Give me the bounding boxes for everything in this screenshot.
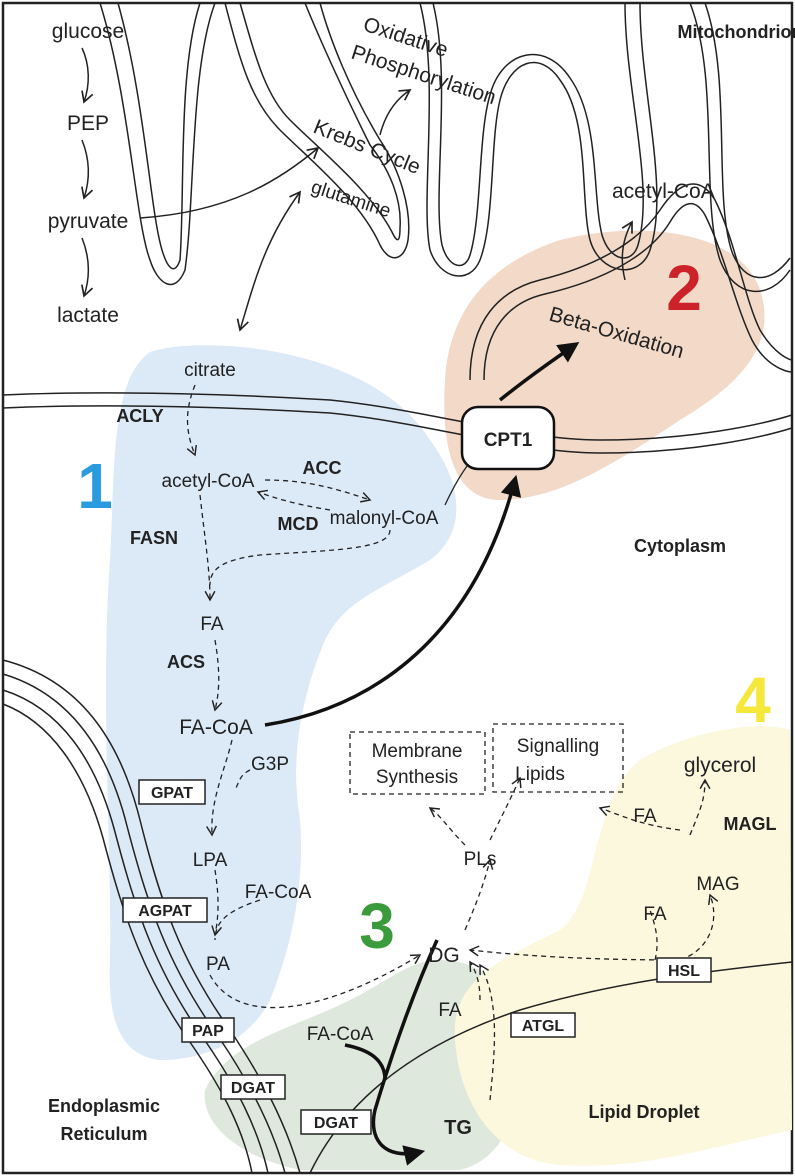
er-label-line2: Reticulum bbox=[60, 1124, 147, 1144]
region-1-background bbox=[105, 345, 457, 1060]
mcd-label: MCD bbox=[278, 514, 319, 534]
dgat-ld-box bbox=[300, 1109, 372, 1135]
region-number-4: 4 bbox=[735, 664, 771, 736]
er-label-line1: Endoplasmic bbox=[48, 1096, 160, 1116]
ld-fa-label: FA bbox=[438, 1000, 462, 1021]
dgat-er-box bbox=[220, 1074, 286, 1100]
mito-acetyl-coa-label: acetyl-CoA bbox=[612, 180, 715, 203]
cpt1-box bbox=[460, 405, 556, 471]
agpat-label: AGPAT bbox=[138, 903, 192, 920]
signalling-lipids-box bbox=[492, 723, 624, 793]
fasn-label: FASN bbox=[130, 528, 178, 548]
membrane-synthesis-box bbox=[349, 731, 486, 795]
cpt1-label: CPT1 bbox=[484, 430, 533, 451]
ld-fa-coa-label: FA-CoA bbox=[307, 1024, 374, 1045]
region-number-1: 1 bbox=[77, 450, 113, 522]
pap-box bbox=[181, 1017, 235, 1043]
acs-label: ACS bbox=[167, 652, 205, 672]
region-4-background bbox=[454, 726, 792, 1166]
magl-label: MAGL bbox=[724, 814, 777, 834]
membrane-label-line2: Synthesis bbox=[376, 767, 458, 788]
atgl-box bbox=[510, 1012, 576, 1038]
lpa-label: LPA bbox=[193, 850, 228, 871]
pls-label: PLs bbox=[464, 849, 497, 870]
glycolysis-arrows bbox=[81, 47, 633, 332]
lipolysis-fa-lower-label: FA bbox=[643, 904, 667, 925]
fa-label: FA bbox=[200, 614, 224, 635]
glutamine-label: glutamine bbox=[308, 177, 393, 222]
dg-label: DG bbox=[428, 944, 460, 967]
gpat-box bbox=[138, 779, 206, 805]
krebs-cycle-label: Krebs Cycle bbox=[310, 115, 424, 179]
region-number-2: 2 bbox=[666, 252, 702, 324]
acc-label: ACC bbox=[303, 458, 342, 478]
lactate-label: lactate bbox=[57, 304, 119, 327]
mitochondrion-membranes bbox=[2, 2, 793, 454]
cytoplasm-label: Cytoplasm bbox=[634, 536, 726, 556]
atgl-label: ATGL bbox=[522, 1018, 565, 1035]
citrate-label: citrate bbox=[184, 360, 236, 381]
glycerol-label: glycerol bbox=[684, 754, 756, 777]
hsl-label: HSL bbox=[668, 963, 700, 980]
glucose-label: glucose bbox=[52, 20, 124, 43]
pap-label: PAP bbox=[192, 1023, 224, 1040]
region-3-background bbox=[204, 960, 520, 1170]
synthesis-arrows bbox=[186, 384, 719, 1101]
fa-coa-2-label: FA-CoA bbox=[245, 882, 312, 903]
acly-label: ACLY bbox=[116, 406, 163, 426]
lipid-droplet-label: Lipid Droplet bbox=[589, 1102, 700, 1122]
agpat-box bbox=[122, 897, 208, 923]
lipid-droplet-membrane bbox=[309, 961, 793, 1174]
acetyl-coa-label: acetyl-CoA bbox=[162, 471, 255, 492]
signalling-label-line1: Signalling bbox=[517, 736, 599, 757]
pep-label: PEP bbox=[67, 112, 109, 135]
malonyl-coa-label: malonyl-CoA bbox=[330, 508, 439, 529]
pyruvate-label: pyruvate bbox=[48, 210, 129, 233]
lipolysis-fa-upper-label: FA bbox=[633, 806, 657, 827]
bold-arrows bbox=[264, 342, 580, 1166]
enzyme-boxes bbox=[122, 779, 712, 1135]
region-number-3: 3 bbox=[359, 890, 395, 962]
dgat-ld-label: DGAT bbox=[314, 1115, 358, 1132]
signalling-label-line2: Lipids bbox=[515, 764, 565, 785]
gpat-label: GPAT bbox=[151, 785, 193, 802]
mag-label: MAG bbox=[696, 874, 739, 895]
dgat-er-label: DGAT bbox=[231, 1080, 275, 1097]
membrane-label-line1: Membrane bbox=[372, 741, 463, 762]
hsl-box bbox=[656, 957, 712, 983]
g3p-label: G3P bbox=[251, 754, 289, 775]
mitochondrion-label: Mitochondrion bbox=[678, 22, 795, 42]
fa-coa-label: FA-CoA bbox=[179, 716, 253, 739]
tg-label: TG bbox=[444, 1117, 472, 1139]
pa-label: PA bbox=[206, 954, 230, 975]
